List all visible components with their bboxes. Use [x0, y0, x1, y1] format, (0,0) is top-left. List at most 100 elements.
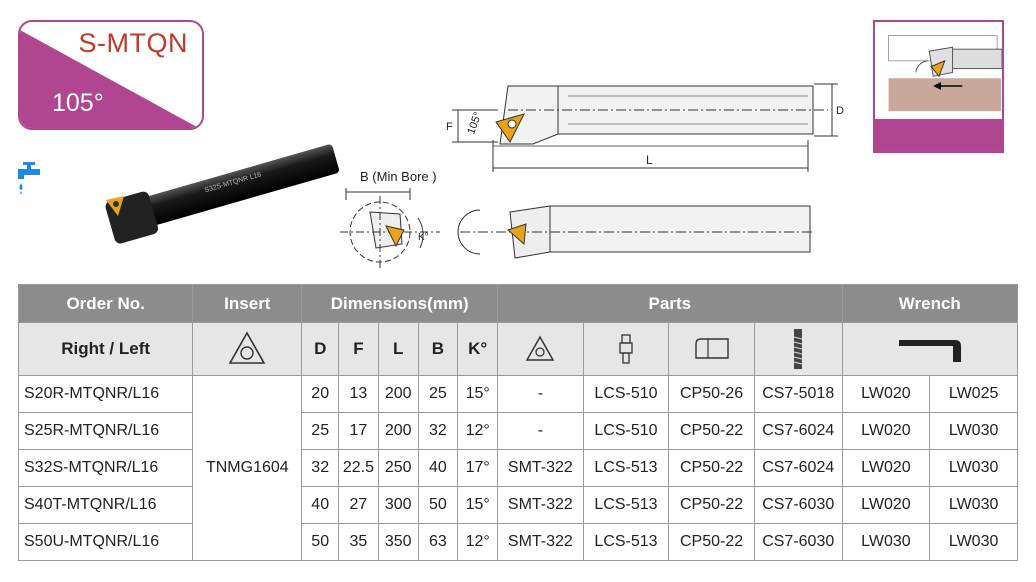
cell-L: 350 [377, 523, 419, 561]
dim-L-label: L [646, 153, 653, 167]
badge-triangle [20, 30, 199, 128]
cell-insert: TNMG1604 [192, 375, 303, 561]
badge-angle: 105° [52, 89, 104, 117]
table-row: S25R-MTQNR/L16 25 17 200 32 12° - LCS-51… [17, 412, 1018, 450]
header-parts: Parts [497, 284, 843, 323]
subheader-lever-icon [582, 322, 670, 376]
cell-clamp: CP50-22 [668, 523, 755, 561]
dim-D-label: D [836, 105, 844, 117]
header-dimensions: Dimensions(mm) [301, 284, 499, 323]
cell-L: 250 [377, 449, 419, 487]
header-wrench: Wrench [841, 284, 1019, 323]
dim-F-label: F [446, 121, 453, 133]
header-insert: Insert [192, 284, 303, 323]
table-row: S20R-MTQNR/L16 TNMG1604 20 13 200 25 15°… [17, 375, 1018, 561]
tool-photo: S32S-MTQNR L16 [105, 144, 339, 244]
cell-K: 15° [457, 375, 499, 413]
cell-F: 22.5 [338, 449, 379, 487]
cell-F: 17 [338, 412, 379, 450]
screw-icon [794, 329, 803, 369]
lever-icon [619, 334, 633, 364]
cell-D: 40 [301, 486, 340, 524]
subheader-D: D [301, 322, 340, 376]
cell-clamp: CP50-22 [668, 449, 755, 487]
cell-K: 17° [457, 449, 499, 487]
spec-table: Order No. Insert Dimensions(mm) Parts Wr… [17, 284, 1019, 561]
cell-shim: SMT-322 [497, 449, 584, 487]
subheader-clamp-icon [668, 322, 755, 376]
cell-wrench-1: LW020 [841, 375, 931, 413]
cell-B: 63 [417, 523, 459, 561]
subheader-wrench-icon [841, 322, 1019, 376]
front-view-drawing: K° [340, 188, 815, 268]
cell-B: 50 [417, 486, 459, 524]
angle-label: 105° [465, 111, 484, 136]
cell-wrench-2: LW025 [929, 375, 1018, 413]
cell-screw: CS7-6024 [753, 412, 843, 450]
cell-L: 300 [377, 486, 419, 524]
table-row: S50U-MTQNR/L16 50 35 350 63 12° SMT-322 … [17, 523, 1018, 561]
subheader-L: L [377, 322, 419, 376]
header-order-no: Order No. [17, 284, 194, 323]
clamp-icon [694, 338, 729, 359]
cell-F: 13 [338, 375, 379, 413]
shim-icon [526, 335, 555, 361]
cell-D: 20 [301, 375, 340, 413]
cell-B: 25 [417, 375, 459, 413]
min-bore-label: B (Min Bore ) [360, 169, 437, 184]
cell-lever: LCS-513 [582, 486, 670, 524]
cell-L: 200 [377, 375, 419, 413]
cell-D: 25 [301, 412, 340, 450]
cell-screw: CS7-6030 [753, 486, 843, 524]
cell-F: 27 [338, 486, 379, 524]
cell-K: 12° [457, 412, 499, 450]
k-angle-label: K° [418, 232, 429, 243]
cell-clamp: CP50-22 [668, 486, 755, 524]
cell-shim: SMT-322 [497, 486, 584, 524]
cell-wrench-2: LW030 [929, 449, 1018, 487]
subheader-screw-icon [753, 322, 843, 376]
subheader-insert-icon [192, 322, 303, 376]
cell-L: 200 [377, 412, 419, 450]
table-row: S32S-MTQNR/L16 32 22.5 250 40 17° SMT-32… [17, 449, 1018, 487]
cell-D: 32 [301, 449, 340, 487]
cell-lever: LCS-510 [582, 412, 670, 450]
product-badge: S-MTQN 105° [18, 20, 204, 130]
cell-clamp: CP50-26 [668, 375, 755, 413]
cell-wrench-2: LW030 [929, 523, 1018, 561]
cell-screw: CS7-5018 [753, 375, 843, 413]
side-view-drawing: F 105° D L [446, 83, 844, 172]
subheader-shim-icon [497, 322, 584, 376]
cell-shim: SMT-322 [497, 523, 584, 561]
subheader-hand: Right / Left [17, 322, 194, 376]
triangle-insert-icon [228, 331, 266, 364]
cell-wrench-2: LW030 [929, 486, 1018, 524]
hex-wrench-icon [898, 340, 961, 362]
cell-order: S32S-MTQNR/L16 [17, 449, 194, 487]
cell-lever: LCS-513 [582, 449, 670, 487]
cell-order: S50U-MTQNR/L16 [17, 523, 194, 561]
badge-title: S-MTQN [78, 28, 188, 58]
cell-screw: CS7-6030 [753, 523, 843, 561]
cell-K: 15° [457, 486, 499, 524]
cell-lever: LCS-510 [582, 375, 670, 413]
cell-order: S20R-MTQNR/L16 [17, 375, 194, 413]
cell-wrench-1: LW020 [841, 412, 931, 450]
cell-order: S40T-MTQNR/L16 [17, 486, 194, 524]
cell-clamp: CP50-22 [668, 412, 755, 450]
subheader-B: B [417, 322, 459, 376]
cell-B: 40 [417, 449, 459, 487]
cell-wrench-1: LW020 [841, 449, 931, 487]
coolant-faucet-icon [18, 162, 40, 194]
boring-illustration [873, 20, 1004, 153]
cell-lever: LCS-513 [582, 523, 670, 561]
cell-wrench-1: LW020 [841, 486, 931, 524]
cell-shim: - [497, 375, 584, 413]
cell-order: S25R-MTQNR/L16 [17, 412, 194, 450]
cell-K: 12° [457, 523, 499, 561]
table-row: S40T-MTQNR/L16 40 27 300 50 15° SMT-322 … [17, 486, 1018, 524]
cell-shim: - [497, 412, 584, 450]
subheader-K: K° [457, 322, 499, 376]
cell-B: 32 [417, 412, 459, 450]
cell-wrench-2: LW030 [929, 412, 1018, 450]
